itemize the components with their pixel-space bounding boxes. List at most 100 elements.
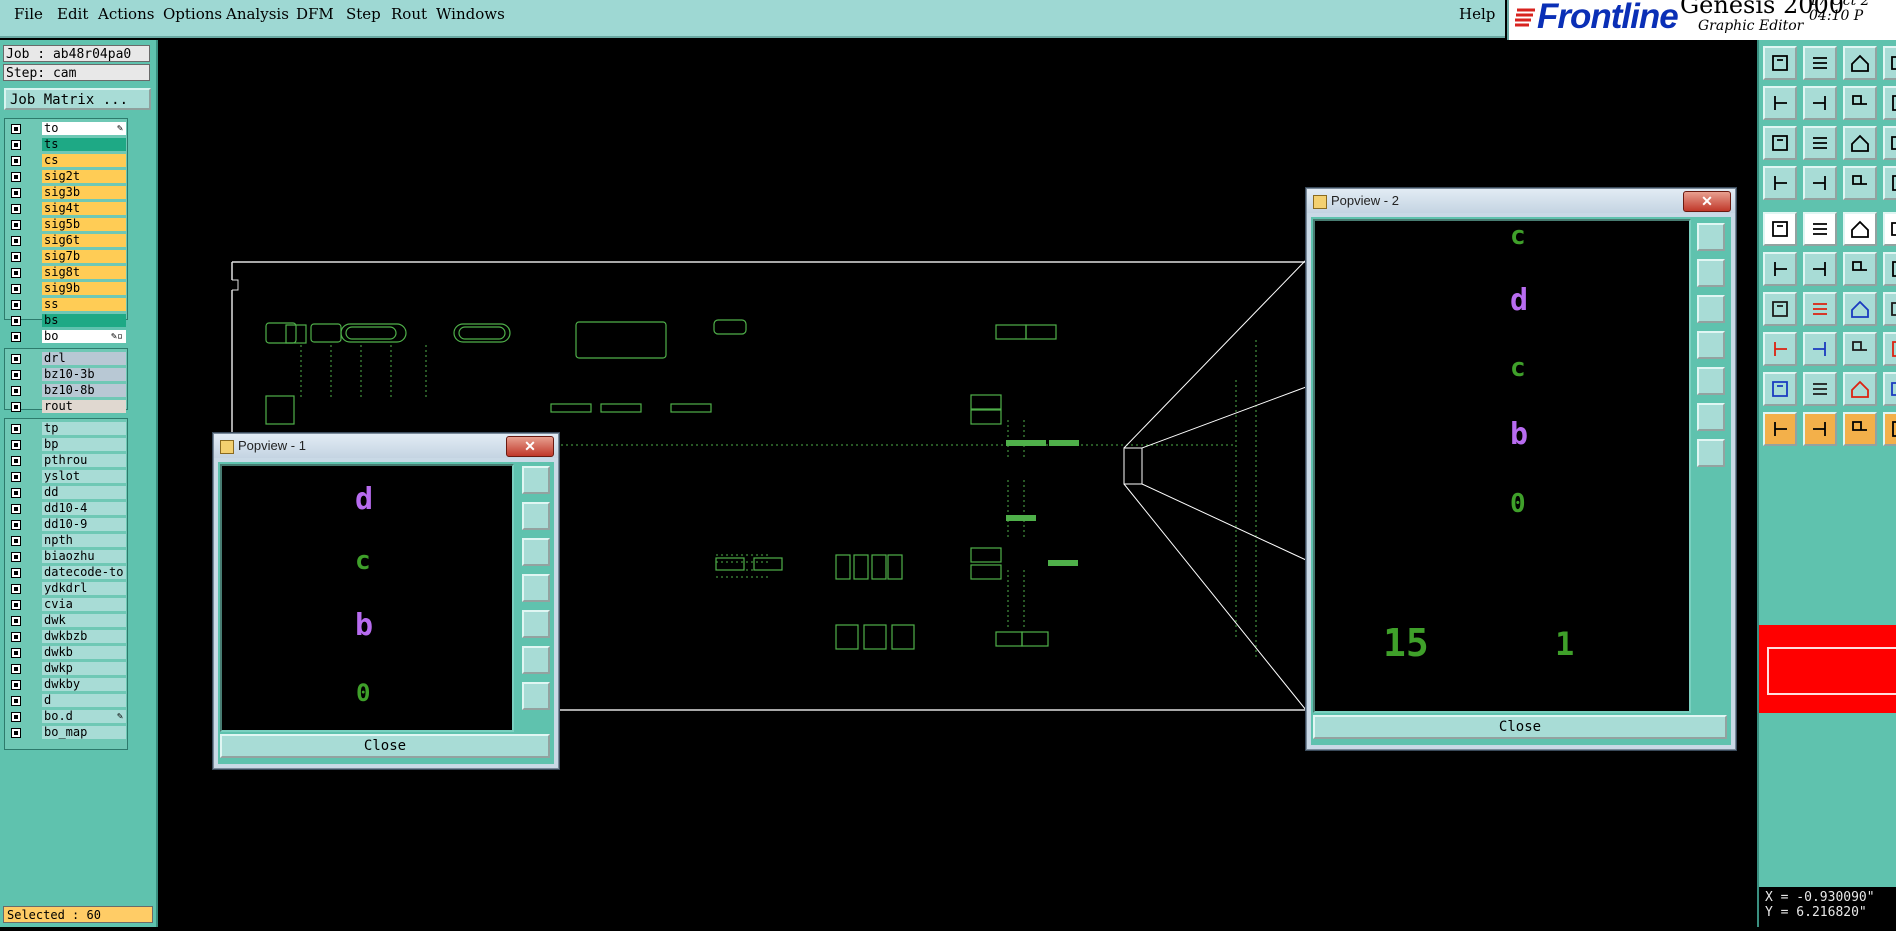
popview-1-close-icon[interactable]: ✕	[506, 436, 554, 457]
layer-visibility-checkbox[interactable]	[11, 728, 21, 738]
layer-name[interactable]: rout	[42, 400, 126, 413]
ruler-tool-button[interactable]	[1843, 212, 1877, 246]
layer-row[interactable]: bo✎▫	[5, 330, 127, 344]
bracket-tool-button[interactable]	[1883, 292, 1896, 326]
popview-2-titlebar[interactable]: Popview - 2	[1307, 189, 1735, 213]
layer-name[interactable]: ydkdrl	[42, 582, 126, 595]
menu-analysis[interactable]: Analysis	[226, 5, 289, 23]
layer-name[interactable]: biaozhu	[42, 550, 126, 563]
layer-visibility-checkbox[interactable]	[11, 220, 21, 230]
layer-visibility-checkbox[interactable]	[11, 680, 21, 690]
layer-name[interactable]: drl	[42, 352, 126, 365]
layer-row[interactable]: biaozhu	[5, 550, 127, 564]
layer-row[interactable]: dd	[5, 486, 127, 500]
layer-row[interactable]: sig3b	[5, 186, 127, 200]
layer-name[interactable]: sig7b	[42, 250, 126, 263]
menu-dfm[interactable]: DFM	[296, 5, 334, 23]
layer-row[interactable]: bz10-8b	[5, 384, 127, 398]
layer-visibility-checkbox[interactable]	[11, 648, 21, 658]
layer-visibility-checkbox[interactable]	[11, 520, 21, 530]
layer-row[interactable]: sig5b	[5, 218, 127, 232]
layer-row[interactable]: bo_map	[5, 726, 127, 740]
layer-visibility-checkbox[interactable]	[11, 284, 21, 294]
triangle-red-tool-button[interactable]	[1803, 372, 1837, 406]
popview-2-close-button[interactable]: Close	[1313, 715, 1727, 739]
view-center-button[interactable]	[1697, 439, 1725, 467]
view-zoom-button[interactable]	[1697, 223, 1725, 251]
layer-name[interactable]: dwkbzb	[42, 630, 126, 643]
color-swatch[interactable]	[1767, 647, 1896, 695]
nodes-tool-button[interactable]	[1763, 252, 1797, 286]
layer-name[interactable]: yslot	[42, 470, 126, 483]
arc-node-tool-button[interactable]	[1843, 252, 1877, 286]
layer-name[interactable]: d	[42, 694, 126, 707]
layer-row[interactable]: sig8t	[5, 266, 127, 280]
view-fit-button[interactable]	[1697, 403, 1725, 431]
layer-row[interactable]: yslot	[5, 470, 127, 484]
layer-name[interactable]: sig3b	[42, 186, 126, 199]
layer-name[interactable]: to✎	[42, 122, 126, 135]
circle-tool-button[interactable]	[1883, 212, 1896, 246]
menu-step[interactable]: Step	[346, 5, 381, 23]
layer-name[interactable]: sig6t	[42, 234, 126, 247]
measure-tool-button[interactable]	[1763, 166, 1797, 200]
layer-row[interactable]: tp	[5, 422, 127, 436]
layer-name[interactable]: ts	[42, 138, 126, 151]
layer-row[interactable]: dwkbzb	[5, 630, 127, 644]
pointer-box-tool-button[interactable]	[1843, 412, 1877, 446]
layer-name[interactable]: bz10-8b	[42, 384, 126, 397]
layer-row[interactable]: sig4t	[5, 202, 127, 216]
layer-name[interactable]: bo_map	[42, 726, 126, 739]
home-tool-button[interactable]	[1843, 46, 1877, 80]
layer-row[interactable]: dd10-9	[5, 518, 127, 532]
popview-1-titlebar[interactable]: Popview - 1	[214, 434, 558, 458]
menu-file[interactable]: File	[14, 5, 43, 23]
layer-name[interactable]: dwk	[42, 614, 126, 627]
layer-row[interactable]: ss	[5, 298, 127, 312]
view-down-button[interactable]	[522, 538, 550, 566]
layer-row[interactable]: datecode-to	[5, 566, 127, 580]
layer-row[interactable]: bp	[5, 438, 127, 452]
slash-tool-button[interactable]	[1803, 292, 1837, 326]
view-left-button[interactable]	[1697, 331, 1725, 359]
snap-tool-button[interactable]	[1843, 86, 1877, 120]
layer-visibility-checkbox[interactable]	[11, 300, 21, 310]
menu-rout[interactable]: Rout	[391, 5, 428, 23]
layer-row[interactable]: d	[5, 694, 127, 708]
layer-visibility-checkbox[interactable]	[11, 664, 21, 674]
layer-row[interactable]: dwk	[5, 614, 127, 628]
job-matrix-button[interactable]: Job Matrix ...	[4, 88, 151, 110]
layer-visibility-checkbox[interactable]	[11, 386, 21, 396]
window-tool-button[interactable]	[1883, 46, 1896, 80]
layer-row[interactable]: dwkp	[5, 662, 127, 676]
menu-actions[interactable]: Actions	[98, 5, 155, 23]
view-center-button[interactable]	[522, 682, 550, 710]
layer-visibility-checkbox[interactable]	[11, 204, 21, 214]
layer-name[interactable]: sig9b	[42, 282, 126, 295]
edit-tool-button[interactable]	[1883, 412, 1896, 446]
layer-visibility-checkbox[interactable]	[11, 568, 21, 578]
layer-row[interactable]: bo.d✎	[5, 710, 127, 724]
open-tool-button[interactable]	[1803, 46, 1837, 80]
resize-tool-button[interactable]	[1843, 332, 1877, 366]
layer-visibility-checkbox[interactable]	[11, 402, 21, 412]
layer-row[interactable]: bs	[5, 314, 127, 328]
layer-name[interactable]: dd	[42, 486, 126, 499]
center-tool-button[interactable]	[1803, 126, 1837, 160]
layer-row[interactable]: ts	[5, 138, 127, 152]
layer-visibility-checkbox[interactable]	[11, 600, 21, 610]
pointer-select-tool-button[interactable]	[1803, 412, 1837, 446]
layer-visibility-checkbox[interactable]	[11, 424, 21, 434]
layer-name[interactable]: bo.d✎	[42, 710, 126, 723]
layer-name[interactable]: sig5b	[42, 218, 126, 231]
layer-row[interactable]: dwkb	[5, 646, 127, 660]
save-tool-button[interactable]	[1763, 46, 1797, 80]
layer-name[interactable]: npth	[42, 534, 126, 547]
layer-visibility-checkbox[interactable]	[11, 332, 21, 342]
layer-name[interactable]: sig8t	[42, 266, 126, 279]
scale-1-2-tool-button[interactable]	[1843, 126, 1877, 160]
dot-tool-button[interactable]	[1883, 252, 1896, 286]
layer-visibility-checkbox[interactable]	[11, 504, 21, 514]
layer-visibility-checkbox[interactable]	[11, 124, 21, 134]
layer-visibility-checkbox[interactable]	[11, 252, 21, 262]
